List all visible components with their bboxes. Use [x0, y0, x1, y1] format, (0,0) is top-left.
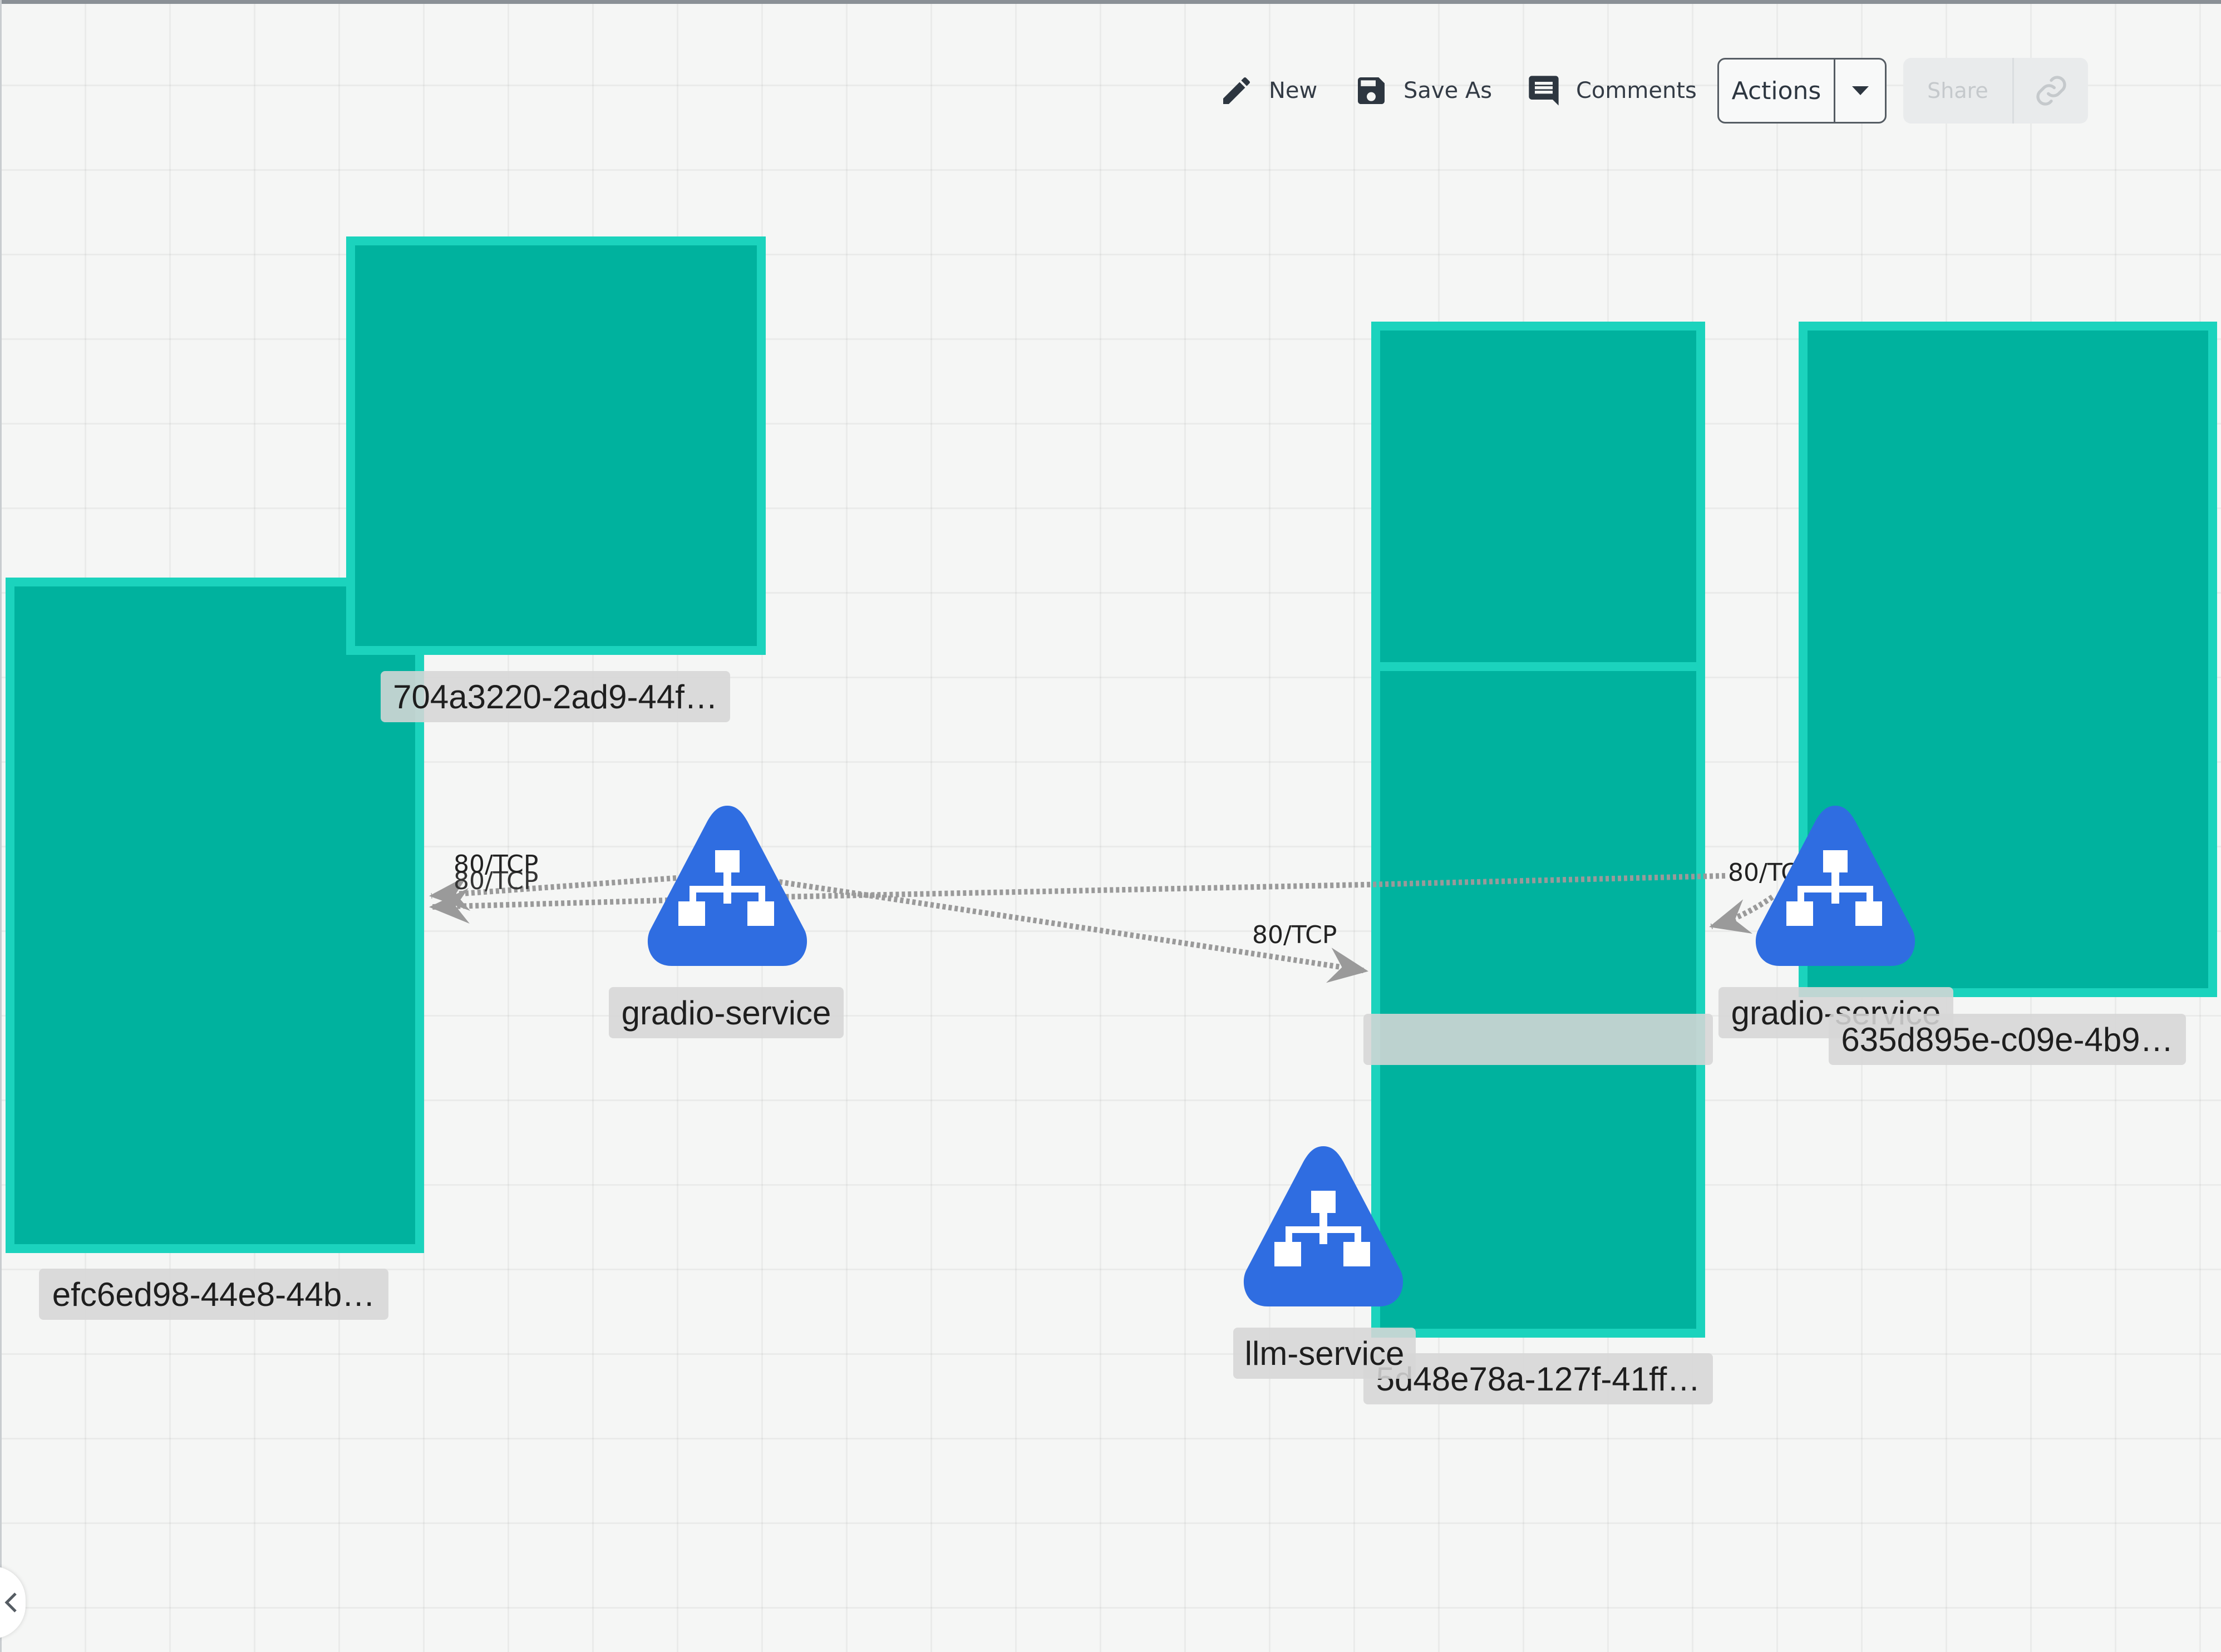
comment-icon	[1529, 76, 1559, 106]
node-efc6ed98[interactable]	[6, 578, 424, 1253]
actions-button[interactable]: Actions	[1719, 60, 1835, 122]
edge-gradio-right-to-efc[interactable]	[779, 873, 1726, 900]
edge-gradio-left-to-5d48[interactable]	[779, 879, 1368, 983]
edge-label-center: 80/TCP	[1252, 921, 1337, 949]
node-5d48e78a[interactable]	[1371, 662, 1705, 1338]
new-button[interactable]: New	[1219, 60, 1317, 121]
llm-service-icon[interactable]	[1240, 1142, 1407, 1309]
gradio-service-right-icon[interactable]	[1752, 801, 1919, 968]
link-icon	[2036, 76, 2066, 106]
gradio-service-left-label: gradio-service	[609, 987, 844, 1038]
caret-down-icon	[1851, 86, 1869, 95]
save-as-label: Save As	[1403, 78, 1493, 103]
pencil-icon	[1223, 77, 1250, 104]
actions-dropdown-toggle[interactable]	[1835, 60, 1885, 122]
node-label-635d895e: 635d895e-c09e-4b9…	[1829, 1014, 2186, 1065]
actions-menu[interactable]: Actions	[1717, 58, 1887, 124]
node-label-efc6ed98: efc6ed98-44e8-44b…	[39, 1269, 388, 1320]
window-left-border	[0, 0, 2, 1652]
edge-gradio-left-to-efc-upper[interactable]	[429, 875, 677, 911]
node-label-hidden	[1363, 1014, 1713, 1065]
comments-label: Comments	[1576, 78, 1697, 103]
node-5d48e78a-upper[interactable]	[1371, 322, 1705, 671]
save-as-button[interactable]: Save As	[1353, 60, 1492, 121]
floppy-disk-icon	[1358, 77, 1385, 104]
chevron-left-icon	[4, 1592, 17, 1612]
llm-service-label: llm-service	[1233, 1328, 1416, 1379]
edge-gradio-left-to-efc-lower[interactable]	[429, 888, 785, 924]
edge-label-left-upper: 80/TCP	[454, 850, 539, 879]
share-group[interactable]: Share	[1903, 58, 2088, 124]
comments-button[interactable]: Comments	[1526, 60, 1697, 121]
node-label-704a3220: 704a3220-2ad9-44f…	[381, 671, 730, 722]
edge-label-left-lower: 80/TCP	[454, 867, 539, 895]
gradio-service-left-icon[interactable]	[644, 801, 811, 968]
node-704a3220[interactable]	[346, 236, 766, 655]
copy-link-button[interactable]	[2014, 58, 2088, 124]
new-label: New	[1269, 78, 1318, 103]
window-top-border	[0, 0, 2221, 4]
edge-gradio-right-to-5d48[interactable]	[1709, 894, 1774, 934]
share-button[interactable]: Share	[1903, 58, 2014, 124]
node-label-5d48e78a: 5d48e78a-127f-41ff…	[1363, 1353, 1713, 1404]
